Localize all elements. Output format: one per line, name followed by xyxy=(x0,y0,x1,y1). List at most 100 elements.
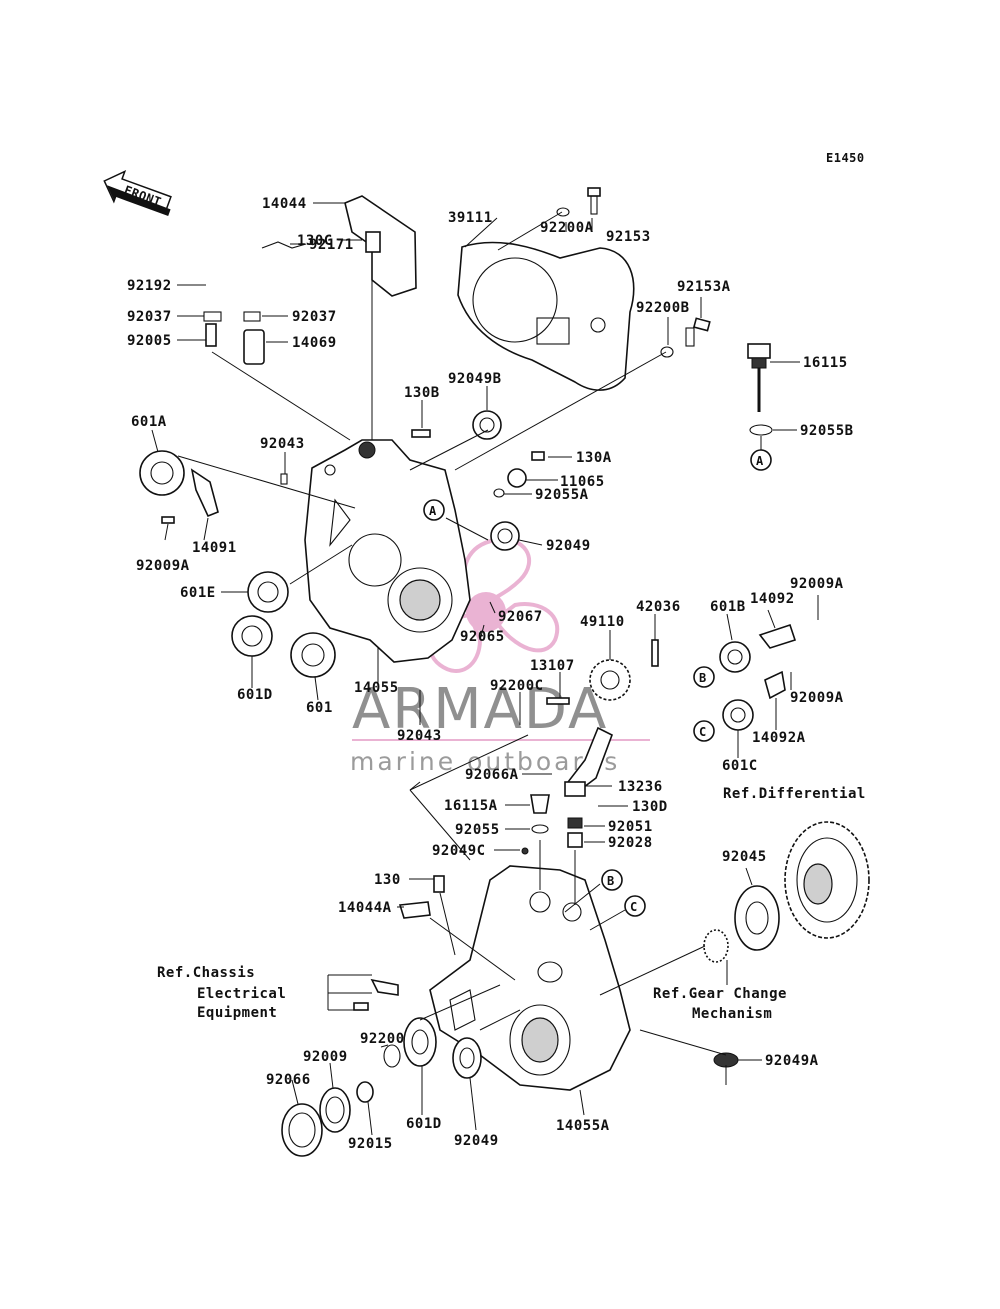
ref-gear-change-line2: Mechanism xyxy=(692,1006,772,1022)
bolt-130A xyxy=(531,451,545,461)
label-92066: 92066 xyxy=(266,1072,311,1088)
plate-14091 xyxy=(190,468,219,518)
label-92045: 92045 xyxy=(722,849,767,865)
ref-gear-change-line1: Ref.Gear Change xyxy=(653,986,787,1002)
diagram-code: E1450 xyxy=(826,151,865,165)
ref-chassis-line2: Electrical xyxy=(197,986,286,1002)
bracket-14044 xyxy=(344,195,417,297)
ref-chassis-line3: Equipment xyxy=(197,1005,277,1021)
label-13236: 13236 xyxy=(618,779,663,795)
bearing-92049B xyxy=(472,410,502,440)
nut-92015 xyxy=(356,1081,374,1103)
label-42036: 42036 xyxy=(636,599,681,615)
label-92200: 92200 xyxy=(360,1031,405,1047)
seal-92051 xyxy=(567,817,583,829)
label-130: 130 xyxy=(374,872,401,888)
callout-A-top: A xyxy=(750,449,772,471)
chassis-ref-bracket xyxy=(370,978,399,996)
label-92051: 92051 xyxy=(608,819,653,835)
svg-text:A: A xyxy=(429,504,437,518)
bracket-14044A xyxy=(398,901,431,919)
label-130D: 130D xyxy=(632,799,668,815)
label-39111: 39111 xyxy=(448,210,493,226)
oring-92055 xyxy=(531,824,549,834)
label-601E: 601E xyxy=(180,585,216,601)
label-601: 601 xyxy=(306,700,333,716)
plate-14092 xyxy=(758,623,797,649)
label-92009: 92009 xyxy=(303,1049,348,1065)
label-92049-upper: 92049 xyxy=(546,538,591,554)
bearing-601A xyxy=(139,450,185,496)
callout-C-bearing: C xyxy=(693,720,715,742)
chassis-ref-bolt xyxy=(353,1002,369,1011)
label-92049A: 92049A xyxy=(765,1053,819,1069)
seal-92009 xyxy=(319,1087,351,1133)
label-92171: 92171 xyxy=(309,237,354,253)
bearing-601C xyxy=(722,699,754,731)
breather-hose-assembly xyxy=(203,241,307,365)
callout-B-case: B xyxy=(601,869,623,891)
callout-B-bearing: B xyxy=(693,666,715,688)
label-16115A: 16115A xyxy=(444,798,498,814)
svg-text:C: C xyxy=(630,900,638,914)
pin-92043-upper xyxy=(280,473,288,485)
label-92049C: 92049C xyxy=(432,843,486,859)
plate-14092A xyxy=(764,670,786,700)
label-601A: 601A xyxy=(131,414,167,430)
label-16115: 16115 xyxy=(803,355,848,371)
svg-text:B: B xyxy=(699,671,707,685)
label-92055A: 92055A xyxy=(535,487,589,503)
label-92067: 92067 xyxy=(498,609,543,625)
label-14091: 14091 xyxy=(192,540,237,556)
shaft-13107 xyxy=(546,697,570,705)
label-14055A: 14055A xyxy=(556,1118,610,1134)
watermark-tagline: marine outboards xyxy=(350,747,620,776)
bearing-601E xyxy=(247,571,289,613)
label-92049B: 92049B xyxy=(448,371,502,387)
bearing-92045 xyxy=(734,885,780,951)
label-130A: 130A xyxy=(576,450,612,466)
pin-42036 xyxy=(651,639,659,667)
label-601D-lower: 601D xyxy=(406,1116,442,1132)
callout-C-case: C xyxy=(624,895,646,917)
watermark: ARMADA marine outboards xyxy=(350,537,650,776)
bearing-601D-upper xyxy=(231,615,273,657)
part-labels: 14044 130C 92192 92171 92037 92037 92005… xyxy=(127,196,853,1152)
bearing-601D-lower xyxy=(403,1017,437,1067)
cap-92066 xyxy=(281,1103,323,1157)
bearing-601B xyxy=(719,641,751,673)
washer-92200 xyxy=(383,1044,401,1068)
label-92200B: 92200B xyxy=(636,300,690,316)
front-direction-arrow: FRONT xyxy=(103,169,172,216)
bolt-92153A xyxy=(660,317,711,358)
watermark-propeller-icon xyxy=(428,537,560,673)
label-92009A-bottom-right: 92009A xyxy=(790,690,844,706)
bolt-130 xyxy=(433,875,445,893)
label-92009A-top-right: 92009A xyxy=(790,576,844,592)
label-14092A: 14092A xyxy=(752,730,806,746)
screw-92009A-left xyxy=(161,516,175,524)
label-92037-right: 92037 xyxy=(292,309,337,325)
label-92065: 92065 xyxy=(460,629,505,645)
label-14044A: 14044A xyxy=(338,900,392,916)
cap-11065 xyxy=(507,468,527,488)
differential-gear xyxy=(784,821,870,939)
bolt-92153 xyxy=(556,187,601,217)
label-92066A: 92066A xyxy=(465,767,519,783)
label-130B: 130B xyxy=(404,385,440,401)
ref-differential: Ref.Differential xyxy=(723,786,866,802)
svg-text:B: B xyxy=(607,874,615,888)
label-601D-upper: 601D xyxy=(237,687,273,703)
label-14044: 14044 xyxy=(262,196,307,212)
oring-92055A xyxy=(493,488,505,498)
label-130C: 130C xyxy=(297,233,333,249)
label-92037-left: 92037 xyxy=(127,309,172,325)
label-92043-upper: 92043 xyxy=(260,436,305,452)
right-crankcase-14055A xyxy=(429,865,631,1091)
label-92049-lower: 92049 xyxy=(454,1133,499,1149)
svg-text:C: C xyxy=(699,725,707,739)
label-92043-lower: 92043 xyxy=(397,728,442,744)
svg-text:A: A xyxy=(756,454,764,468)
left-crankcase-14055 xyxy=(304,439,471,663)
